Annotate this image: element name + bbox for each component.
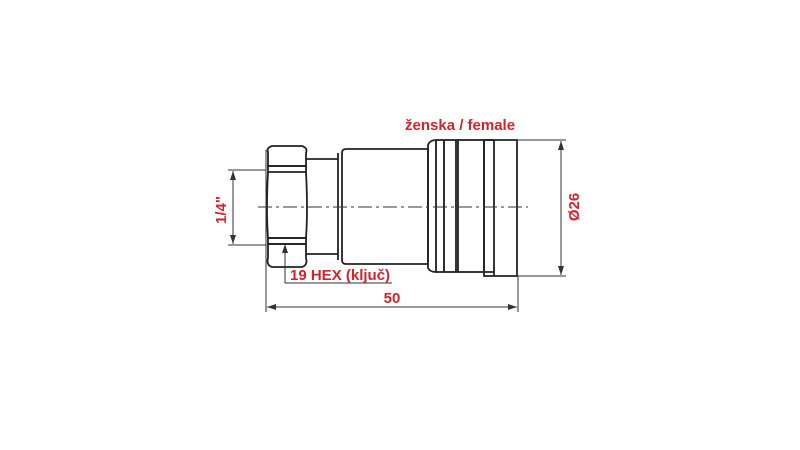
hex-leader	[282, 244, 392, 284]
hex-nut	[266, 145, 308, 268]
diameter-label: Ø26	[566, 193, 583, 221]
thread-label: 1/4"	[213, 196, 230, 224]
thread-dimension	[228, 169, 266, 246]
diameter-dimension	[518, 139, 566, 277]
title-label: ženska / female	[405, 117, 515, 134]
hex-label: 19 HEX (ključ)	[290, 267, 390, 284]
knurled-sleeve	[427, 139, 518, 277]
length-label: 50	[384, 290, 401, 307]
length-dimension	[265, 150, 519, 312]
